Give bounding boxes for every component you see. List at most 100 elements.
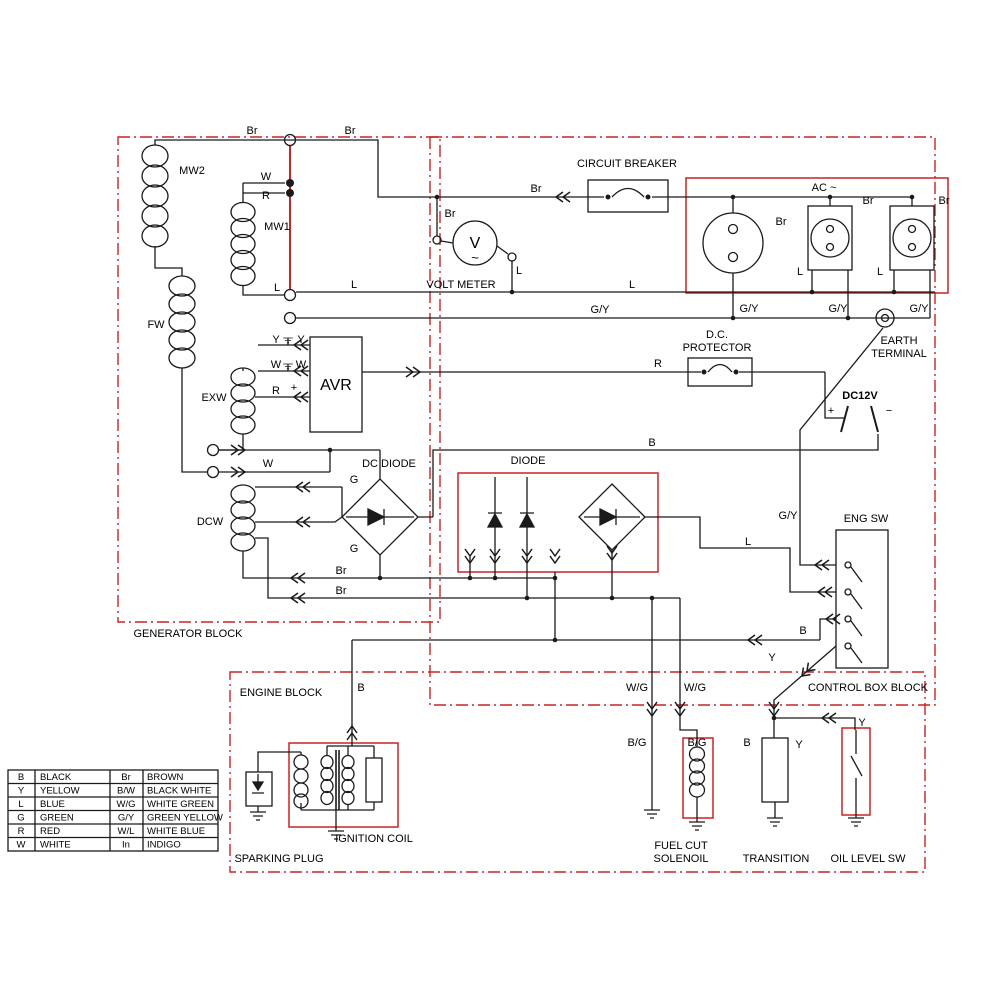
wire-label-r: R: [654, 358, 662, 370]
legend-code: W: [17, 840, 26, 851]
wire-label-w: W: [261, 171, 272, 183]
legend-name: WHITE: [40, 840, 71, 851]
wire-label-b: B: [648, 437, 655, 449]
legend-code: L: [18, 799, 23, 810]
wire-label-bg: B/G: [628, 737, 647, 749]
label-control-box-block: CONTROL BOX BLOCK: [808, 682, 929, 694]
volt-meter-ac-glyph: ~: [471, 250, 479, 265]
wire-label-br: Br: [939, 195, 950, 207]
wire-r-line: [362, 371, 845, 419]
dc12v-plus: +: [828, 405, 834, 417]
junction-dots: [286, 179, 915, 721]
legend-name: BLUE: [40, 799, 65, 810]
exw-coil: [230, 367, 256, 435]
control-box-block-border: [429, 136, 936, 706]
wire-label-b: B: [799, 625, 806, 637]
wire-protector-internal: [688, 363, 752, 373]
wire-label-l: L: [797, 266, 803, 278]
wires: [154, 139, 935, 831]
label-diode: DIODE: [511, 455, 546, 467]
wire-label-l: L: [351, 279, 357, 291]
legend-name: WHITE GREEN: [147, 799, 214, 810]
legend-code: G/Y: [118, 813, 135, 824]
label-sparking-plug: SPARKING PLUG: [234, 853, 323, 865]
label-dc-diode: DC DIODE: [362, 458, 416, 470]
wire-oil-sw-internal: [850, 730, 863, 777]
wire-label-y: Y: [858, 717, 866, 729]
mw1-coil: [230, 201, 256, 287]
wire-label-y: Y: [272, 334, 280, 346]
legend-code: B/W: [117, 786, 135, 797]
label-transition: TRANSITION: [743, 853, 810, 865]
legend-name: INDIGO: [147, 840, 181, 851]
label-mw1: MW1: [264, 221, 290, 233]
legend-code: Br: [121, 772, 131, 783]
legend-code: G: [17, 813, 24, 824]
wire-label-gy: G/Y: [591, 304, 611, 316]
wire-label-br: Br: [336, 585, 347, 597]
volt-meter-v-glyph: V: [470, 235, 481, 252]
sparking-plug: [245, 771, 273, 807]
wire-label-br: Br: [776, 216, 787, 228]
eng-sw: [835, 529, 889, 669]
label-ignition-coil: IGNITION COIL: [335, 833, 413, 845]
label-earth-2: TERMINAL: [871, 348, 927, 360]
dcw-coil: [230, 484, 256, 552]
legend-table: B Y L G R W Br B/W W/G G/Y W/L In BLACK …: [7, 769, 223, 852]
mw2-coil: [141, 144, 169, 248]
wire-brush-w: [219, 449, 381, 479]
wire-dc12v-prongs: [840, 405, 879, 433]
legend-name: BLACK: [40, 772, 72, 783]
wire-label-l: L: [516, 265, 522, 277]
dc-diode-bridge: [341, 478, 419, 556]
wire-label-l: L: [629, 279, 635, 291]
ignition-coil-box: [288, 742, 399, 828]
wire-label-b: B: [357, 682, 364, 694]
wire-label-wg: W/G: [626, 682, 648, 694]
wire-label-br: Br: [345, 125, 356, 137]
ignition-coil-internals: [293, 754, 383, 809]
wire-ignition-internal: [257, 743, 375, 811]
engine-block-border: [229, 671, 926, 873]
wire-wg-lines: [651, 598, 698, 810]
wire-dcw-leads: [242, 486, 343, 599]
wire-label-y: Y: [768, 652, 776, 664]
wire-label-gy: G/Y: [779, 510, 799, 522]
label-fuel-cut-2: SOLENOIL: [653, 853, 708, 865]
components: [141, 133, 935, 809]
legend-code: W/G: [117, 799, 136, 810]
wire-avr-inputs: [219, 338, 310, 451]
wire-label-g: G: [350, 474, 359, 486]
wire-winding-links: [154, 182, 285, 473]
wire-ignition-core: [335, 750, 340, 810]
wire-breaker-internal: [588, 187, 668, 198]
label-mw2: MW2: [179, 165, 205, 177]
dc-protector: [687, 357, 753, 387]
wire-label-gy: G/Y: [910, 303, 930, 315]
diode-box: [457, 472, 659, 573]
label-dc-protector-2: PROTECTOR: [683, 342, 752, 354]
diode-box-internals: [486, 483, 646, 551]
legend-code: Y: [18, 786, 25, 797]
wire-label-l: L: [745, 536, 751, 548]
label-dc12v: DC12V: [842, 390, 878, 402]
wire-br-top: [154, 139, 913, 236]
label-oil-level-sw: OIL LEVEL SW: [831, 853, 907, 865]
label-dcw: DCW: [197, 516, 224, 528]
label-engine-block: ENGINE BLOCK: [240, 687, 323, 699]
wire-y-line: [773, 645, 856, 738]
label-generator-block: GENERATOR BLOCK: [133, 628, 243, 640]
label-eng-sw: ENG SW: [844, 513, 889, 525]
wire-b-line: [351, 618, 836, 743]
wire-ground-stems: [257, 778, 857, 831]
ac-outlet-1: [807, 205, 853, 271]
legend-name: BLACK WHITE: [147, 786, 211, 797]
wire-volt-links: [440, 240, 513, 292]
wire-label-gy: G/Y: [829, 303, 849, 315]
wire-engsw-feeds: [645, 327, 884, 593]
terminals: [206, 133, 297, 479]
legend-name: RED: [40, 826, 60, 837]
legend-name: GREEN: [40, 813, 74, 824]
